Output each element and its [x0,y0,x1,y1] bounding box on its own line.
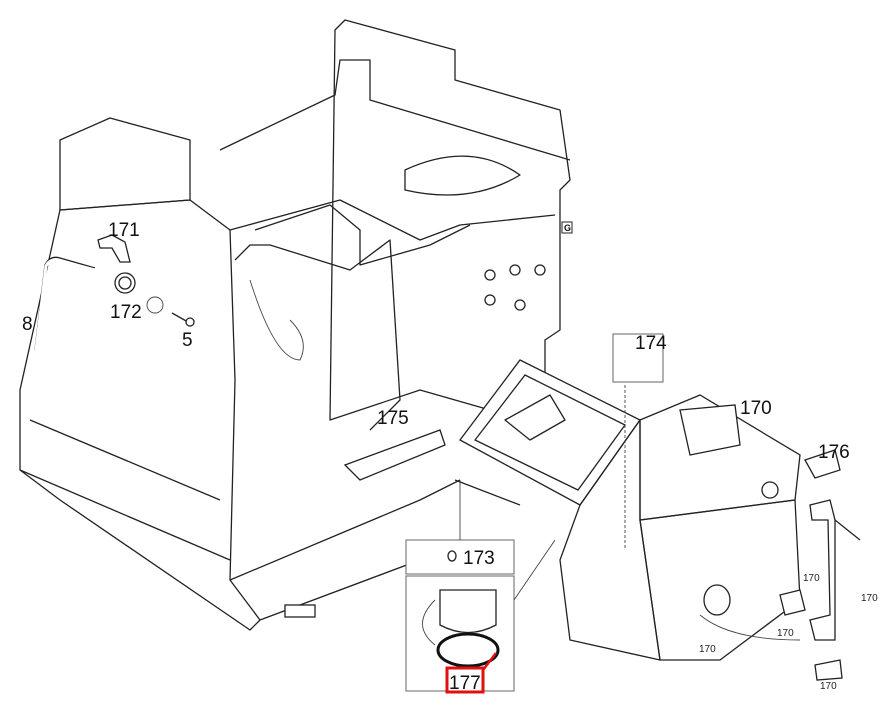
hose-and-fittings [34,234,195,351]
callout-box-174 [612,333,664,383]
label-170-small: 170 [820,681,837,692]
label-g: G [564,223,571,233]
label-170-small: 170 [861,593,878,604]
callout-box-173 [405,539,515,575]
label-170-small: 170 [803,573,820,584]
label-5: 5 [182,330,193,351]
g-marker-box [561,221,573,234]
label-175: 175 [377,408,409,429]
brew-unit-170 [454,359,861,681]
label-170: 170 [740,398,772,419]
machine-frame [19,19,571,631]
label-170-small: 170 [777,628,794,639]
label-176: 176 [818,442,850,463]
o-ring-seal-177 [422,550,500,668]
label-174: 174 [635,333,667,354]
label-177: 177 [449,673,481,694]
label-171: 171 [108,220,140,241]
label-172: 172 [110,302,142,323]
label-8: 8 [22,314,33,335]
highlight-box-177 [445,666,485,694]
label-173: 173 [463,548,495,569]
label-170-small: 170 [699,644,716,655]
